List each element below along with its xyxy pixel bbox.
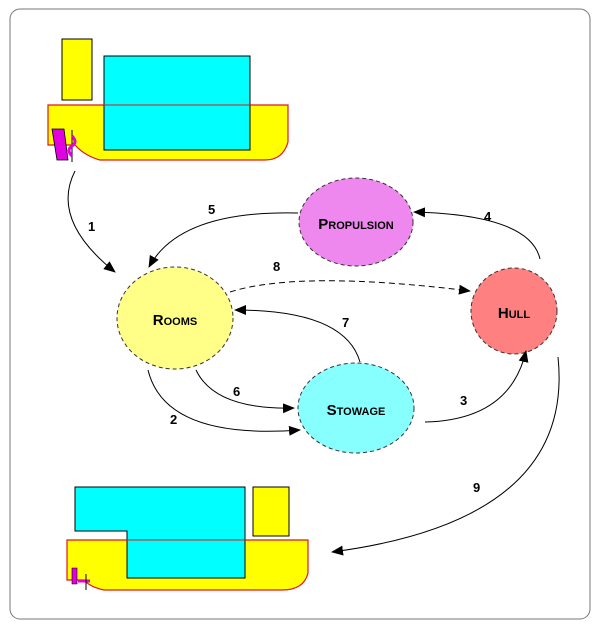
- edge-3-arrow: [424, 350, 529, 423]
- node-hull-label: HULL: [498, 305, 531, 322]
- node-stowage-label: STOWAGE: [327, 402, 386, 419]
- edge-2-arrow: [147, 369, 301, 436]
- node-stowage: STOWAGE: [297, 362, 415, 454]
- edge-1-arrow: [67, 170, 116, 273]
- node-rooms: ROOMS: [116, 266, 234, 370]
- edge-6-arrow: [195, 369, 295, 414]
- node-propulsion: PROPULSION: [298, 177, 414, 267]
- edge-5-label: 5: [208, 202, 215, 217]
- top-ship-rudder: [51, 128, 69, 161]
- bottom-ship-rudder: [71, 567, 78, 585]
- node-rooms-label: ROOMS: [153, 312, 197, 329]
- edge-6-label: 6: [233, 384, 240, 399]
- bottom-ship-cargo-block: [74, 486, 246, 579]
- edge-2-label: 2: [170, 412, 177, 427]
- top-ship-cargo-block: [103, 55, 251, 151]
- edge-3-label: 3: [460, 393, 467, 408]
- edge-4-label: 4: [484, 209, 492, 224]
- edge-9-arrow: [331, 356, 560, 556]
- diagram-frame: [9, 8, 591, 620]
- edge-8-arrow: [229, 280, 471, 295]
- top-ship-propeller: [67, 134, 77, 158]
- edge-4-arrow: [413, 207, 541, 260]
- top-ship-funnel: [61, 38, 93, 101]
- edge-5-arrow: [148, 212, 299, 268]
- edge-8-label: 8: [273, 259, 280, 274]
- edge-7-arrow: [234, 305, 361, 363]
- edge-1-label: 1: [88, 219, 95, 234]
- edge-7-label: 7: [342, 315, 349, 330]
- edge-9-label: 9: [473, 480, 480, 495]
- bottom-ship-funnel: [252, 486, 290, 537]
- bottom-ship-icon: [66, 486, 309, 591]
- top-ship-icon: [47, 38, 289, 162]
- node-propulsion-label: PROPULSION: [318, 216, 393, 233]
- node-hull: HULL: [470, 267, 558, 355]
